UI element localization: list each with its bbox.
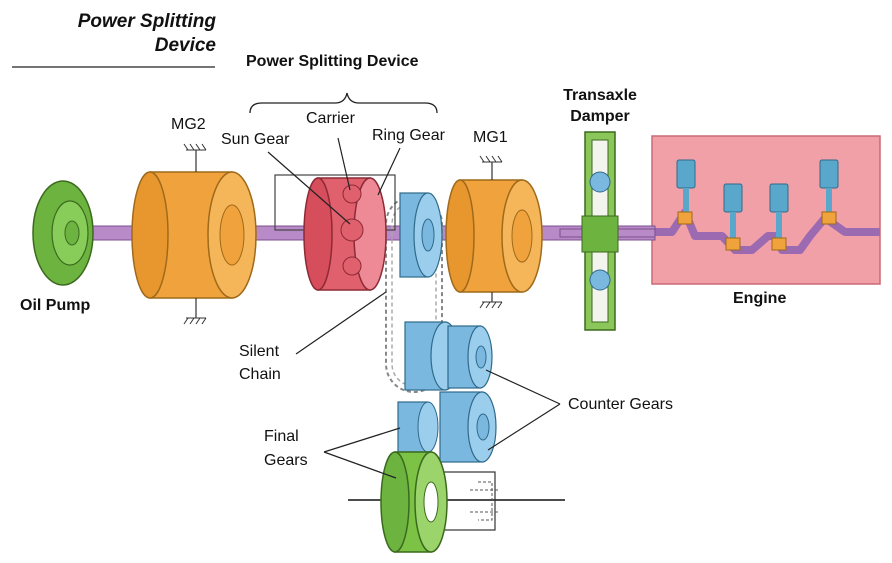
counter-gears-leader-1	[485, 369, 561, 405]
sun-gear	[340, 218, 364, 242]
connecting-rod	[776, 212, 782, 240]
crank-pin	[771, 237, 787, 251]
header-title-line-2: Device	[154, 35, 216, 56]
piston	[676, 159, 696, 189]
piston	[723, 183, 743, 213]
damper-spring	[589, 171, 611, 193]
damper-spring	[589, 269, 611, 291]
counter-gear-lower-hub	[476, 413, 490, 441]
final-gears	[348, 401, 565, 553]
oil-pump-hub	[64, 220, 80, 246]
mg1-label: MG1	[473, 129, 508, 146]
power-split-title: Power Splitting Device	[246, 53, 419, 70]
mg1-face-left	[445, 179, 475, 293]
silent-chain-leader	[295, 291, 387, 355]
connecting-rod	[730, 212, 736, 240]
pinion-gear	[342, 184, 362, 204]
header-title-line-1: Power Splitting	[77, 11, 216, 32]
oil-pump	[32, 180, 94, 286]
final-ring-gear-hub	[423, 481, 439, 523]
crank-pin	[821, 211, 837, 225]
crank-pin	[677, 211, 693, 225]
oil-pump-label: Oil Pump	[20, 297, 91, 314]
ground-symbol	[183, 143, 207, 151]
pinion-gear	[342, 256, 362, 276]
counter-gear-upper-hub	[475, 345, 487, 369]
ring-gear-face-left	[303, 177, 333, 291]
final-gears-label-1: Final	[264, 428, 299, 445]
ring-gear-label: Ring Gear	[372, 127, 445, 144]
crank-pin	[725, 237, 741, 251]
differential-case	[439, 471, 496, 531]
mg2-motor	[131, 143, 257, 325]
engine-label: Engine	[733, 290, 787, 307]
final-drive-pinion-face	[417, 401, 439, 453]
power-split-brace	[249, 92, 438, 114]
drive-sprocket	[399, 192, 443, 278]
transaxle-damper-label-1: Transaxle	[563, 87, 637, 104]
differential-pinions	[470, 481, 500, 521]
transaxle-damper	[581, 131, 619, 331]
sun-gear-label: Sun Gear	[221, 131, 290, 148]
ground-symbol	[183, 317, 207, 325]
engine	[651, 135, 881, 285]
counter-gears	[404, 321, 497, 463]
final-gears-leader-1	[323, 427, 401, 453]
final-gears-label-2: Gears	[264, 452, 308, 469]
ground-symbol	[479, 155, 503, 163]
sun-gear-leader	[267, 151, 351, 225]
transaxle-damper-label-2: Damper	[570, 108, 630, 125]
final-gears-leader-2	[323, 451, 397, 479]
mg1-motor	[445, 155, 543, 309]
carrier-leader	[337, 137, 351, 191]
silent-chain-label-2: Chain	[239, 366, 281, 383]
planetary-gear-set	[274, 174, 396, 291]
mg2-label: MG2	[171, 116, 206, 133]
ring-gear-leader	[377, 147, 401, 196]
piston	[769, 183, 789, 213]
final-ring-gear-left	[380, 451, 410, 553]
carrier-label: Carrier	[306, 110, 355, 127]
counter-gears-label: Counter Gears	[568, 396, 673, 413]
connecting-rod	[683, 188, 689, 214]
counter-gears-leader-2	[487, 403, 561, 451]
pistons	[676, 159, 839, 251]
leader-lines	[267, 137, 561, 479]
mg1-rotor	[511, 209, 533, 263]
damper-hub	[581, 215, 619, 253]
silent-chain-label-1: Silent	[239, 343, 280, 360]
ground-symbol	[479, 301, 503, 309]
mg2-rotor	[219, 204, 245, 266]
piston	[819, 159, 839, 189]
drive-sprocket-hub	[421, 218, 435, 252]
connecting-rod	[826, 188, 832, 214]
mg2-face-left	[131, 171, 169, 299]
